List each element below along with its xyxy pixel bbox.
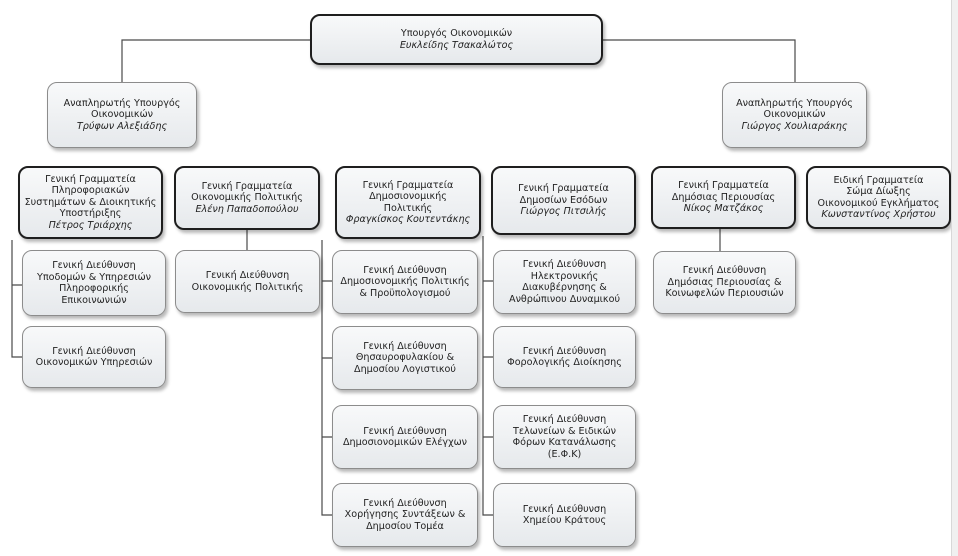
directorate-box: Γενική Διεύθυνση Δημόσιας Περιουσίας & Κ… bbox=[653, 251, 796, 314]
vertical-scrollbar[interactable] bbox=[951, 0, 958, 556]
directorate-label: Γενική Διεύθυνση Τελωνείων & Ειδικών Φόρ… bbox=[512, 414, 617, 460]
deputy-minister-left-box: Αναπληρωτής Υπουργός Οικονομικών Τρύφων … bbox=[47, 82, 197, 148]
directorate-label: Γενική Διεύθυνση Ηλεκτρονικής Διακυβέρνη… bbox=[509, 259, 620, 305]
deputy-left-title: Αναπληρωτής Υπουργός Οικονομικών bbox=[63, 97, 181, 121]
deputy-right-name: Γιώργος Χουλιαράκης bbox=[741, 120, 848, 132]
secretariat-title: Γενική Γραμματεία Δημοσίων Εσόδων bbox=[518, 183, 609, 206]
directorate-label: Γενική Διεύθυνση Δημοσιονομικών Ελέγχων bbox=[342, 425, 468, 449]
directorate-box: Γενική Διεύθυνση Υποδομών & Υπηρεσιών Πλ… bbox=[22, 250, 166, 316]
secretariat-box: Γενική Γραμματεία Δημοσίων Εσόδων Γιώργο… bbox=[491, 166, 636, 235]
directorate-label: Γενική Διεύθυνση Χορήγησης Συντάξεων & Δ… bbox=[344, 497, 466, 532]
deputy-minister-right-box: Αναπληρωτής Υπουργός Οικονομικών Γιώργος… bbox=[722, 82, 867, 148]
deputy-right-title: Αναπληρωτής Υπουργός Οικονομικών bbox=[736, 97, 853, 121]
minister-name: Ευκλείδης Τσακαλώτος bbox=[399, 39, 514, 51]
secretariat-box: Γενική Γραμματεία Πληροφοριακών Συστημάτ… bbox=[18, 166, 163, 239]
directorate-box: Γενική Διεύθυνση Οικονομικών Υπηρεσιών bbox=[22, 326, 166, 388]
connector-col3 bbox=[321, 240, 332, 516]
secretariat-title: Γενική Γραμματεία Δημόσιας Περιουσίας bbox=[671, 180, 776, 203]
secretariat-box: Γενική Γραμματεία Οικονομικής Πολιτικής … bbox=[174, 166, 320, 230]
secretariat-title: Γενική Γραμματεία Πληροφοριακών Συστημάτ… bbox=[24, 173, 157, 220]
directorate-box: Γενική Διεύθυνση Δημοσιονομικής Πολιτική… bbox=[332, 250, 478, 314]
directorate-label: Γενική Διεύθυνση Δημόσιας Περιουσίας & Κ… bbox=[665, 265, 784, 300]
minister-box: Υπουργός Οικονομικών Ευκλείδης Τσακαλώτο… bbox=[310, 14, 603, 65]
directorate-box: Γενική Διεύθυνση Χημείου Κράτους bbox=[493, 483, 636, 547]
directorate-label: Γενική Διεύθυνση Οικονομικών Υπηρεσιών bbox=[35, 345, 153, 369]
directorate-label: Γενική Διεύθυνση Χημείου Κράτους bbox=[522, 503, 607, 527]
secretariat-head-name: Ελένη Παπαδοπούλου bbox=[195, 203, 299, 215]
directorate-label: Γενική Διεύθυνση Υποδομών & Υπηρεσιών Πλ… bbox=[36, 260, 152, 306]
directorate-label: Γενική Διεύθυνση Φορολογικής Διοίκησης bbox=[507, 345, 622, 369]
deputy-left-name: Τρύφων Αλεξιάδης bbox=[76, 120, 168, 132]
secretariat-title: Ειδική Γραμματεία Σώμα Δίωξης Οικονομικο… bbox=[817, 174, 940, 209]
directorate-label: Γενική Διεύθυνση Θησαυροφυλακίου & Δημοσ… bbox=[354, 340, 456, 375]
secretariat-head-name: Πέτρος Τριάρχης bbox=[48, 219, 133, 231]
directorate-box: Γενική Διεύθυνση Θησαυροφυλακίου & Δημοσ… bbox=[332, 326, 478, 390]
directorate-box: Γενική Διεύθυνση Φορολογικής Διοίκησης bbox=[493, 326, 636, 388]
secretariat-box: Ειδική Γραμματεία Σώμα Δίωξης Οικονομικο… bbox=[806, 166, 951, 229]
secretariat-box: Γενική Γραμματεία Δημόσιας Περιουσίας Νί… bbox=[651, 166, 796, 229]
secretariat-title: Γενική Γραμματεία Οικονομικής Πολιτικής bbox=[191, 180, 303, 204]
secretariat-title: Γενική Γραμματεία Δημοσιονομικής Πολιτικ… bbox=[362, 179, 454, 214]
secretariat-head-name: Φραγκίσκος Κουτεντάκης bbox=[345, 214, 471, 225]
connector-minister-deputies bbox=[121, 39, 796, 82]
secretariat-head-name: Νίκος Ματζάκος bbox=[683, 203, 764, 215]
directorate-box: Γενική Διεύθυνση Τελωνείων & Ειδικών Φόρ… bbox=[493, 405, 636, 469]
secretariat-head-name: Γιώργος Πιτσιλής bbox=[520, 206, 607, 218]
connector-col1 bbox=[11, 240, 22, 358]
secretariat-head-name: Κωνσταντίνος Χρήστου bbox=[821, 209, 936, 220]
directorate-label: Γενική Διεύθυνση Δημοσιονομικής Πολιτική… bbox=[340, 264, 470, 299]
connector-col4 bbox=[482, 236, 493, 516]
directorate-box: Γενική Διεύθυνση Χορήγησης Συντάξεων & Δ… bbox=[332, 483, 478, 547]
directorate-box: Γενική Διεύθυνση Δημοσιονομικών Ελέγχων bbox=[332, 405, 478, 469]
secretariat-box: Γενική Γραμματεία Δημοσιονομικής Πολιτικ… bbox=[335, 166, 481, 239]
minister-title: Υπουργός Οικονομικών bbox=[400, 28, 513, 39]
directorate-box: Γενική Διεύθυνση Οικονομικής Πολιτικής bbox=[175, 250, 320, 313]
directorate-label: Γενική Διεύθυνση Οικονομικής Πολιτικής bbox=[191, 270, 304, 293]
directorate-box: Γενική Διεύθυνση Ηλεκτρονικής Διακυβέρνη… bbox=[493, 250, 636, 314]
